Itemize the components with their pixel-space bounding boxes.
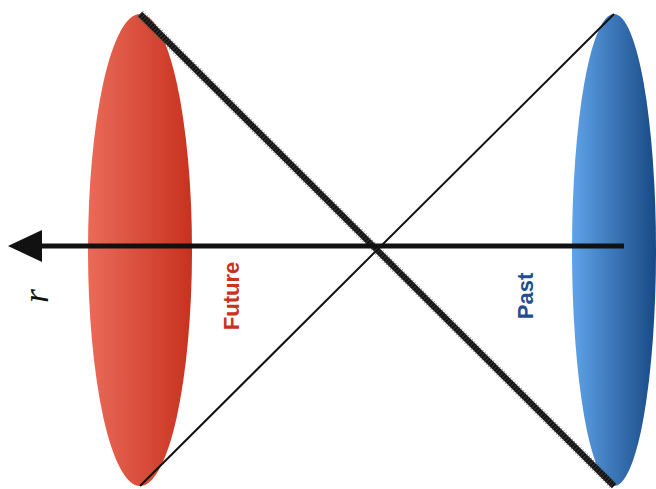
r-axis [38, 244, 624, 249]
axis-label: r [15, 289, 57, 303]
future-ellipse [88, 14, 192, 486]
cone-line [140, 14, 614, 486]
hatched-texture [140, 14, 614, 486]
past-ellipse [572, 14, 656, 486]
future-label: Future [219, 262, 245, 330]
hatched-line [140, 14, 614, 486]
past-label: Past [513, 273, 539, 319]
r-arrowhead [8, 230, 42, 262]
